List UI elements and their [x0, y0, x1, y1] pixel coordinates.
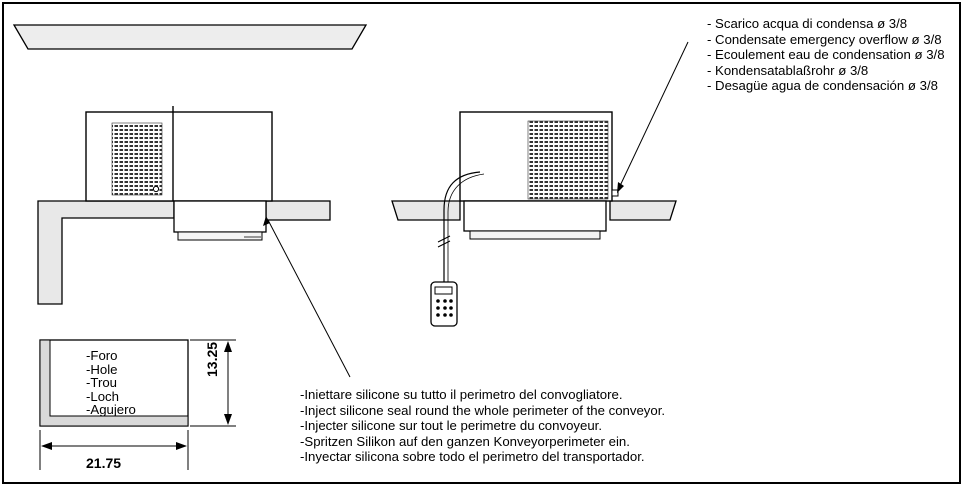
left-conveyor-flange [177, 231, 263, 241]
right-conveyor-flange [469, 230, 601, 240]
ceiling-panel [12, 24, 368, 50]
cable-break-mark [437, 235, 451, 243]
right-conveyor [463, 200, 607, 232]
silicone-note-es: -Inyectar silicona sobre todo el perimet… [300, 449, 645, 465]
height-dimension-label: 13.25 [204, 341, 220, 377]
hole-label-it: -Foro [86, 348, 118, 363]
right-ceiling-slab-left [391, 200, 461, 221]
hole-label-es: -Agujero [86, 402, 136, 417]
right-unit-grille [527, 120, 609, 200]
silicone-notes: -Iniettare silicone su tutto il perimetr… [300, 387, 665, 465]
drain-fitting [611, 189, 619, 197]
hole-label-en: -Hole [86, 361, 118, 377]
drain-note-it: - Scarico acqua di condensa ø 3/8 [707, 16, 908, 31]
left-ceiling-slab-right [265, 200, 331, 221]
drain-note-fr: - Ecoulement eau de condensation ø 3/8 [707, 47, 945, 63]
left-ceiling-slab [37, 200, 175, 305]
hole-outline [39, 339, 189, 427]
diagram-drawing [12, 24, 689, 470]
drain-notes: - Scarico acqua di condensa ø 3/8 - Cond… [707, 16, 945, 94]
left-unit-grille [111, 122, 163, 196]
drain-leader-line [618, 41, 689, 189]
hole-labels: -Foro -Hole -Trou -Loch -Agujero [86, 349, 136, 417]
width-dimension-label: 21.75 [86, 455, 122, 471]
silicone-note-de: -Spritzen Silikon auf den ganzen Konveyo… [300, 433, 630, 449]
silicone-note-en: -Inject silicone seal round the whole pe… [300, 402, 666, 418]
silicone-leader-line [267, 219, 351, 378]
drain-note-de: - Kondensatablaßrohr ø 3/8 [707, 62, 869, 78]
silicone-note-it: -Iniettare silicone su tutto il perimetr… [300, 387, 623, 402]
drain-note-es: - Desagüe agua de condensación ø 3/8 [707, 78, 938, 94]
right-ceiling-slab-right [609, 200, 677, 221]
left-unit-screw [152, 185, 160, 193]
hole-label-de: -Loch [86, 388, 119, 404]
silicone-note-fr: -Injecter silicone sur tout le perimetre… [300, 418, 602, 434]
hole-frame-shading [39, 339, 189, 427]
controller-cable [443, 171, 481, 282]
left-conveyor [173, 200, 267, 233]
hole-label-fr: -Trou [86, 375, 118, 390]
drain-note-en: - Condensate emergency overflow ø 3/8 [707, 31, 942, 47]
